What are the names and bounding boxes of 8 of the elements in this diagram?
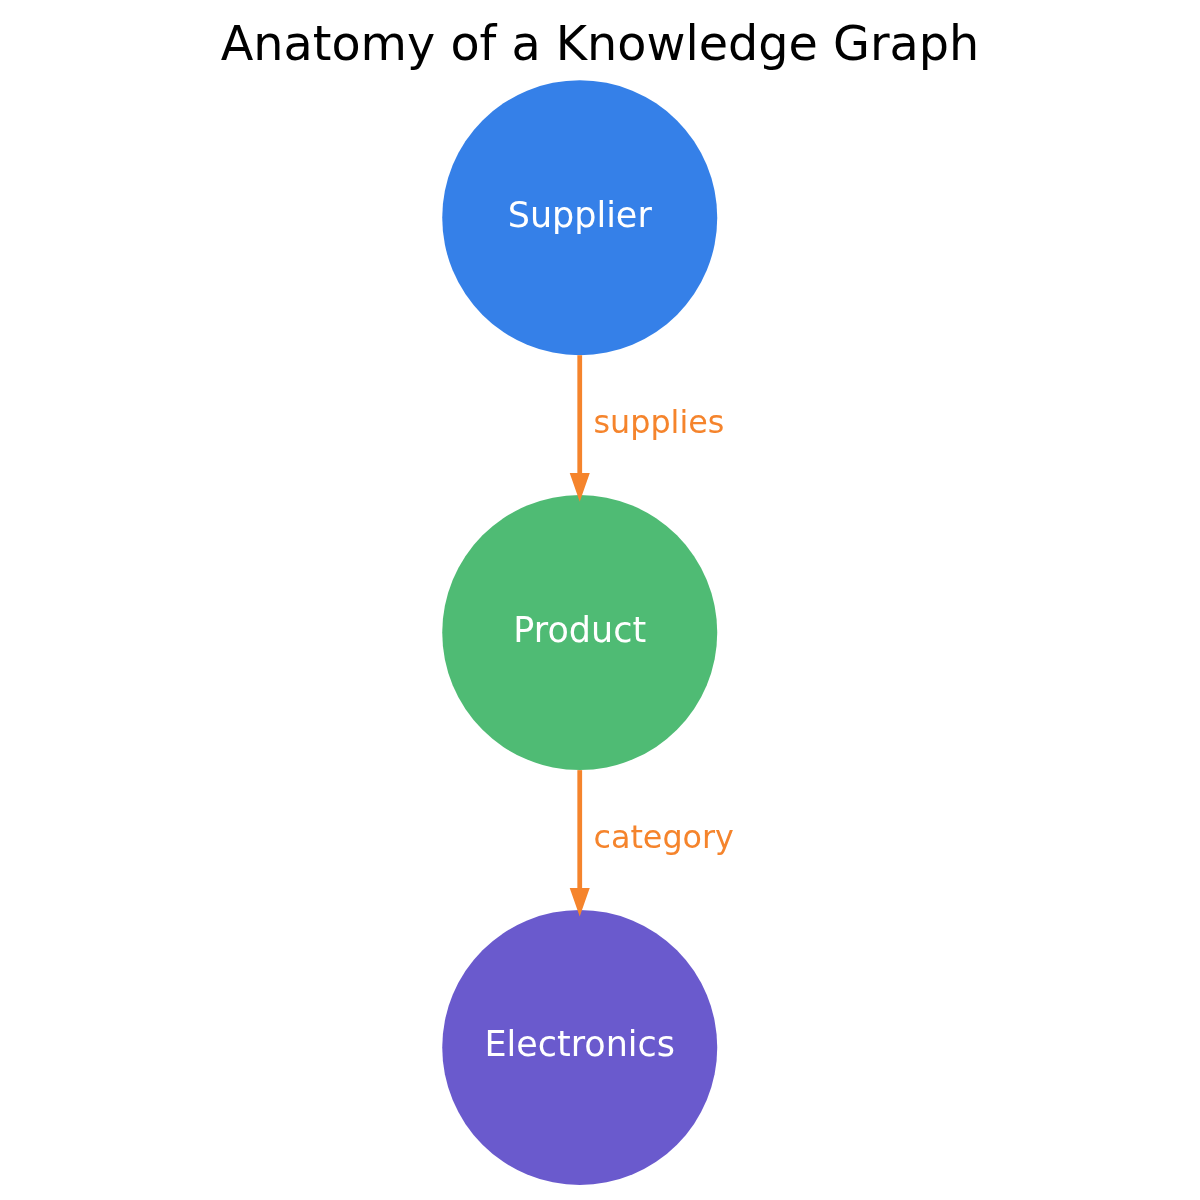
node-circle: Electronics (442, 910, 718, 1185)
arrow (569, 355, 590, 502)
edge-label: category (593, 817, 734, 855)
node-circle: Supplier (442, 80, 718, 356)
node-circle: Product (442, 495, 718, 771)
arrow (569, 770, 590, 917)
edge-label: supplies (593, 403, 725, 441)
diagram-title: Anatomy of a Knowledge Graph (220, 15, 980, 71)
